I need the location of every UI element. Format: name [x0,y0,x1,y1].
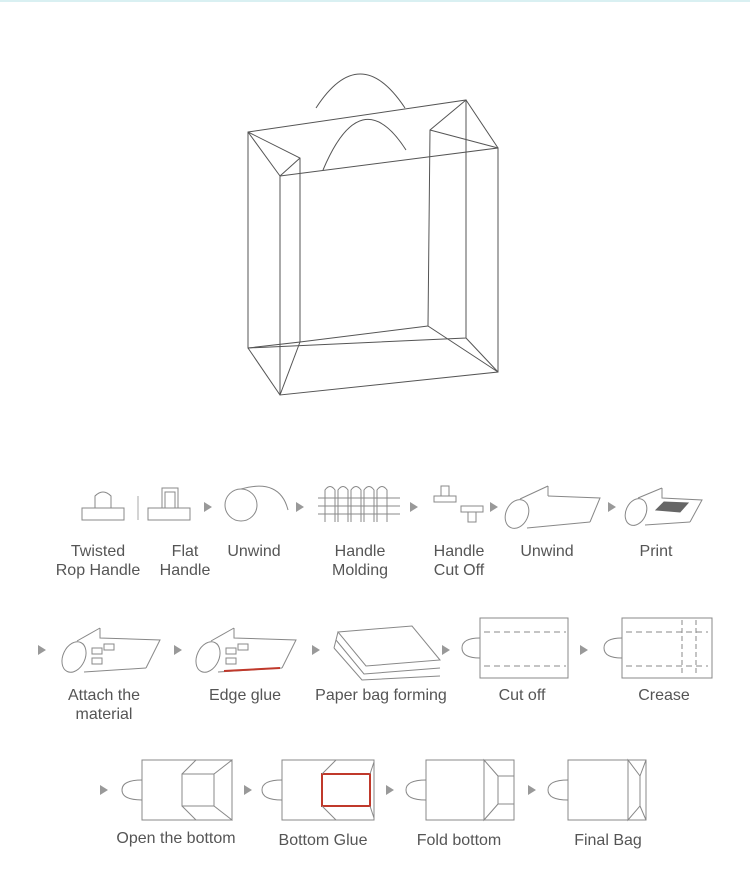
top-border-line [0,0,750,2]
label-line: Twisted [70,543,126,560]
step-label: Bottom Glue [279,831,368,850]
twisted-rope-handle-icon [81,491,125,521]
step-label: Flat Handle [160,542,211,580]
step-label: Cut off [499,686,546,705]
step-label: Attach the material [68,686,140,724]
arrow-icon [38,645,46,655]
label-line: Open the bottom [116,830,236,847]
step-label: Unwind [227,542,280,561]
bottom-glue-icon [261,759,375,821]
step-label: Handle Cut Off [434,542,485,580]
arrow-icon [244,785,252,795]
arrow-icon [100,785,108,795]
label-line: Cut Off [433,562,485,579]
label-line: Bottom Glue [278,832,368,849]
arrow-icon [312,645,320,655]
arrow-icon [580,645,588,655]
label-line: Handle [159,562,211,579]
arrow-icon [608,502,616,512]
label-line: Cut off [498,687,546,704]
step-label: Final Bag [574,831,642,850]
flat-handle-icon [147,487,191,521]
step-label: Fold bottom [417,831,501,850]
attach-material-icon [61,627,161,673]
label-line: Rop Handle [55,562,141,579]
arrow-icon [174,645,182,655]
label-line: Print [639,543,673,560]
step-label: Crease [638,686,690,705]
step-label: Paper bag forming [315,686,447,705]
label-line: Molding [331,562,389,579]
label-line: Paper bag forming [315,687,447,704]
open-bottom-icon [121,758,233,822]
hero-bag-illustration [247,73,499,396]
edge-glue-icon [195,627,297,673]
label-line: Flat [171,543,199,560]
handle-cutoff-icon [433,485,484,523]
label-line: Edge glue [208,687,282,704]
label-line: Unwind [227,543,281,560]
fold-bottom-icon [405,758,515,822]
crease-icon [603,617,713,679]
step-label: Open the bottom [116,829,235,848]
label-line: Unwind [520,543,574,560]
label-line: Final Bag [574,832,642,849]
label-line: Crease [638,687,690,704]
label-line: Handle [334,543,386,560]
arrow-icon [386,785,394,795]
final-bag-icon [547,758,647,822]
step-label: Unwind [520,542,573,561]
arrow-icon [410,502,418,512]
arrow-icon [204,502,212,512]
arrow-icon [528,785,536,795]
arrow-icon [490,502,498,512]
label-line: Attach the [67,687,141,704]
unwind-coil-icon [224,485,289,522]
arrow-icon [442,645,450,655]
paper-roll-icon [504,485,601,529]
print-roll-icon [624,487,703,526]
step-label: Print [640,542,673,561]
arrow-icon [296,502,304,512]
step-label: Handle Molding [332,542,388,580]
paper-bag-forming-icon [333,625,441,681]
label-line: Handle [433,543,485,560]
label-line: material [75,706,133,723]
step-label: Edge glue [209,686,281,705]
handle-molding-icon [318,486,400,522]
step-label: Twisted Rop Handle [56,542,141,580]
cut-off-icon [461,617,569,679]
label-line: Fold bottom [416,832,502,849]
